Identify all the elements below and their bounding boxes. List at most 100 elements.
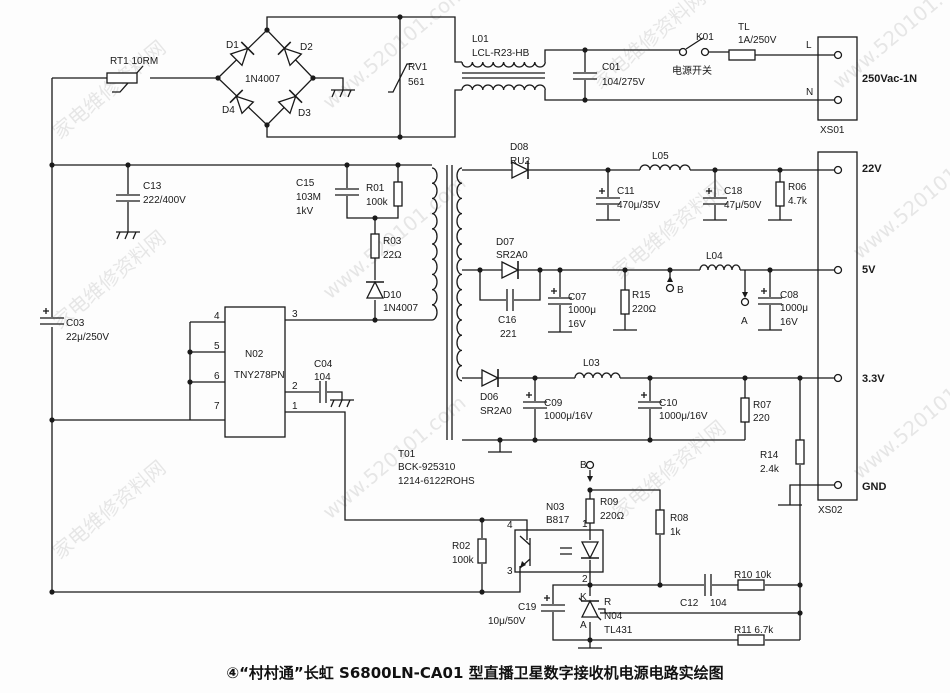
label-t01v2: 1214-6122ROHS xyxy=(398,476,475,487)
junction-dot xyxy=(49,589,55,595)
opto-led-diode xyxy=(580,541,600,560)
label-c18: C18 xyxy=(724,186,743,197)
wire xyxy=(479,270,506,301)
label-xs01v: 250Vac-1N xyxy=(862,73,917,85)
junction-dot xyxy=(797,610,803,616)
junction-dot xyxy=(264,122,270,128)
junction-dot xyxy=(657,582,663,588)
c08-capacitor xyxy=(758,297,782,305)
label-c18v: 47μ/50V xyxy=(724,200,762,211)
junction-dot xyxy=(477,267,483,273)
components xyxy=(49,14,858,646)
label-A: A xyxy=(741,316,748,327)
terminal-circle xyxy=(665,283,675,293)
label-o1: 1 xyxy=(582,519,588,530)
label-r09v: 220Ω xyxy=(600,511,625,522)
n04-tl431-diode xyxy=(580,599,600,618)
junction-dot xyxy=(49,162,55,168)
wire xyxy=(552,584,590,604)
c09-polarity-mark xyxy=(526,392,532,398)
junction-dot xyxy=(532,437,538,443)
label-r09: R09 xyxy=(600,497,619,508)
junction-dot xyxy=(587,582,593,588)
wires xyxy=(40,16,834,649)
label-n02: N02 xyxy=(245,349,264,360)
junction-dot xyxy=(587,637,593,643)
label-p3: 3 xyxy=(292,309,298,320)
label-rt1: RT1 10RM xyxy=(110,56,158,67)
junction-dot xyxy=(125,162,131,168)
watermark-text: 家电维修资料网 xyxy=(48,35,171,143)
terminal-circle xyxy=(833,373,843,383)
d08-diode xyxy=(511,160,530,180)
label-r03: R03 xyxy=(383,236,402,247)
d4-diode xyxy=(229,89,255,115)
label-c13: C13 xyxy=(143,181,162,192)
label-v33: 3.3V xyxy=(862,373,885,385)
label-k01: K01 xyxy=(696,32,714,43)
tl431-ref-lead xyxy=(598,608,606,613)
label-r02: R02 xyxy=(452,541,471,552)
junction-dot xyxy=(397,134,403,140)
c13-capacitor xyxy=(116,194,140,202)
label-bridge: 1N4007 xyxy=(245,74,280,85)
label-c08: C08 xyxy=(780,290,799,301)
n02-ic xyxy=(224,306,286,438)
junction-dot xyxy=(479,517,485,523)
r03-resistor xyxy=(370,233,380,259)
label-p7: 7 xyxy=(214,401,220,412)
ground-hatch xyxy=(116,89,352,408)
junction-dot xyxy=(605,167,611,173)
label-p4: 4 xyxy=(214,311,220,322)
wire xyxy=(266,89,462,138)
label-d3: D3 xyxy=(298,108,311,119)
junction-dot xyxy=(587,487,593,493)
label-p2: 2 xyxy=(292,381,298,392)
junction-dot xyxy=(797,582,803,588)
xs02-connector xyxy=(817,151,858,501)
diagram-title: ④“村村通”长虹 S6800LN-CA01 型直播卫星数字接收机电源电路实绘图 xyxy=(226,664,724,682)
junction-dot xyxy=(479,589,485,595)
tl-fuse xyxy=(728,49,756,61)
c19-polarity-mark xyxy=(544,595,550,601)
wire xyxy=(266,16,462,63)
wire xyxy=(789,484,834,505)
c15-capacitor xyxy=(335,188,359,196)
label-d2: D2 xyxy=(300,42,313,53)
c01-capacitor xyxy=(573,72,597,80)
label-tlv: 1A/250V xyxy=(738,35,777,46)
wire xyxy=(590,489,661,510)
wire xyxy=(327,391,343,400)
junction-dot xyxy=(537,267,543,273)
label-c16v: 221 xyxy=(500,329,517,340)
c09-capacitor xyxy=(523,401,547,409)
label-r14v: 2.4k xyxy=(760,464,780,475)
label-c12: C12 xyxy=(680,598,699,609)
label-p1: 1 xyxy=(292,401,298,412)
terminal-circle xyxy=(833,265,843,275)
label-p5: 5 xyxy=(214,341,220,352)
d1-diode xyxy=(229,41,255,67)
label-rv1v: 561 xyxy=(408,77,425,88)
label-R: R xyxy=(604,597,611,608)
junction-dot xyxy=(712,167,718,173)
terminal-circle xyxy=(678,47,688,57)
r06-resistor xyxy=(775,181,785,207)
r10-resistor xyxy=(737,579,765,591)
junction-dot xyxy=(667,267,673,273)
label-d08v: RU2 xyxy=(510,156,530,167)
k01-switch-lever xyxy=(685,37,704,50)
label-r11: R11 6.7k xyxy=(734,625,774,636)
junction-dot xyxy=(742,375,748,381)
opto-emitter-arrow xyxy=(520,561,526,568)
label-c12v: 104 xyxy=(710,598,727,609)
label-r15v: 220Ω xyxy=(632,304,657,315)
label-l05: L05 xyxy=(652,151,669,162)
label-d4: D4 xyxy=(222,105,235,116)
wire xyxy=(544,90,834,101)
label-d06v: SR2A0 xyxy=(480,406,512,417)
label-c08v2: 16V xyxy=(780,317,798,328)
terminal-circle xyxy=(585,460,595,470)
label-c16: C16 xyxy=(498,315,517,326)
